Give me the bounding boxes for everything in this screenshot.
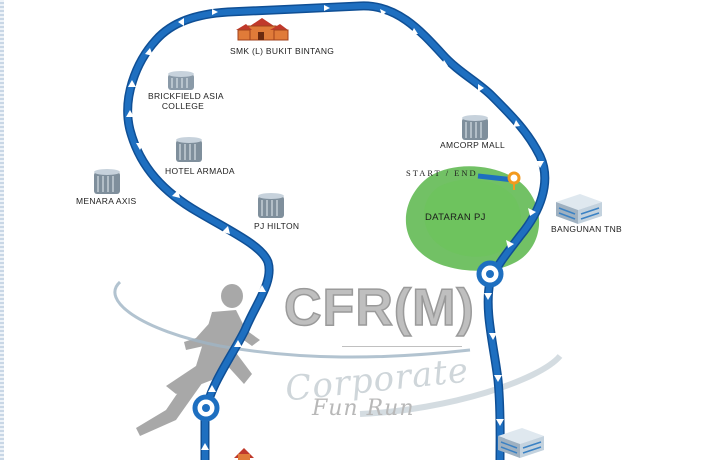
park-label: DATARAN PJ xyxy=(425,212,486,223)
logo-divider xyxy=(342,346,462,347)
direction-arrow-icon xyxy=(136,143,144,150)
landmark-label-brickfield: BRICKFIELD ASIA COLLEGE xyxy=(148,91,224,111)
office-building-icon xyxy=(176,137,202,162)
direction-arrow-icon xyxy=(201,443,209,450)
landmark-label-hotel-armada: HOTEL ARMADA xyxy=(165,166,235,176)
direction-arrow-icon xyxy=(536,161,544,168)
school-building-icon xyxy=(236,18,289,41)
landmark-label-smk: SMK (L) BUKIT BINTANG xyxy=(230,46,335,56)
landmark-label-brickfield-line1: BRICKFIELD ASIA xyxy=(148,91,224,101)
landmark-label-brickfield-line2: COLLEGE xyxy=(161,101,205,111)
direction-arrow-icon xyxy=(380,9,386,16)
direction-arrow-icon xyxy=(528,208,536,216)
direction-arrow-icon xyxy=(506,240,514,248)
direction-arrow-icon xyxy=(513,120,520,127)
direction-arrow-icon xyxy=(212,9,218,15)
page-edge xyxy=(0,0,4,460)
direction-arrow-icon xyxy=(324,5,330,11)
event-logo-title: CFR(M) xyxy=(283,278,475,338)
direction-arrows xyxy=(126,5,544,450)
office-building-icon xyxy=(258,193,284,218)
direction-arrow-icon xyxy=(178,18,184,26)
landmark-label-menara-axis: MENARA AXIS xyxy=(76,196,137,206)
direction-arrow-icon xyxy=(126,110,134,117)
landmark-label-pj-hilton: PJ HILTON xyxy=(254,221,300,231)
direction-arrow-icon xyxy=(411,28,418,34)
office-building-icon xyxy=(168,71,194,90)
route-junctions xyxy=(192,260,504,422)
temple-roof-icon xyxy=(234,448,254,460)
direction-arrow-icon xyxy=(258,285,266,292)
direction-arrow-icon xyxy=(484,293,492,300)
direction-arrow-icon xyxy=(234,340,242,347)
office-building-icon xyxy=(94,169,120,194)
direction-arrow-icon xyxy=(441,60,448,66)
direction-arrow-icon xyxy=(128,80,136,87)
logo-swoosh xyxy=(113,280,471,359)
office-building-icon xyxy=(498,428,544,458)
runner-silhouette xyxy=(136,284,260,436)
direction-arrow-icon xyxy=(478,84,484,92)
direction-arrow-icon xyxy=(145,48,153,56)
office-building-icon xyxy=(462,115,488,140)
event-logo-script-funrun: Fun Run xyxy=(312,396,415,421)
dataran-pj-park xyxy=(405,166,540,271)
direction-arrow-icon xyxy=(208,385,216,392)
location-pin-icon xyxy=(507,171,521,190)
start-end-label: START / END xyxy=(406,168,478,178)
direction-arrow-icon xyxy=(172,190,180,198)
office-building-icon xyxy=(556,194,602,224)
logo-swoosh-tail xyxy=(359,353,563,417)
direction-arrow-icon xyxy=(494,375,502,382)
direction-arrow-icon xyxy=(489,333,497,340)
direction-arrow-icon xyxy=(496,419,504,426)
landmark-label-amcorp: AMCORP MALL xyxy=(440,140,506,150)
direction-arrow-icon xyxy=(222,226,230,234)
landmark-label-bangunan-tnb: BANGUNAN TNB xyxy=(551,224,622,234)
